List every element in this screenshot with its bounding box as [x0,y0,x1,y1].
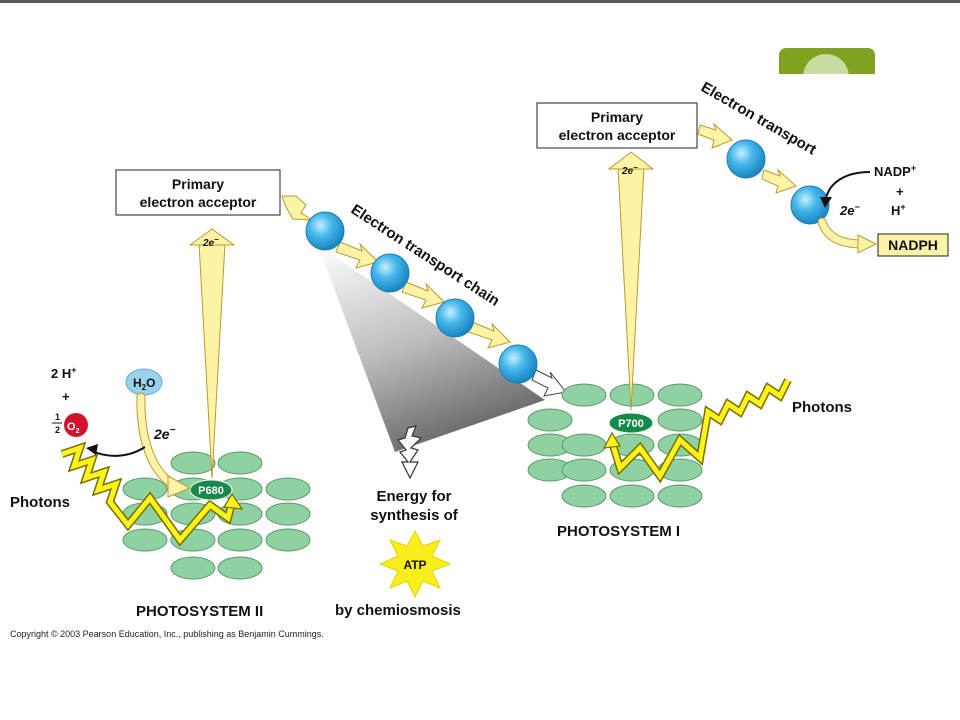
ps1-beam-2e: 2e− [621,163,638,177]
ps1-plus-sign: + [896,184,904,199]
nadp-label: NADP+ [874,163,916,179]
nadph-box [877,233,949,257]
ps2-photon-arrowhead [222,492,244,510]
ps2-electron-beam [198,242,226,479]
p700-label: P700 [618,418,644,430]
ps1-electrons-label: 2e− [839,202,860,218]
half-denominator: 2 [55,425,60,435]
copyright-notice: Copyright © 2003 Pearson Education, Inc.… [10,629,324,639]
protons-label: 2 H+ [51,365,77,381]
etc-carrier-3 [435,298,475,338]
atp-star [378,529,452,599]
ps1-title: PHOTOSYSTEM I [557,523,680,540]
corner-badge [779,48,875,74]
ps1-photons-label: Photons [792,399,852,416]
p700-reaction-center [608,412,654,434]
ps1-photon-arrowhead [602,431,621,449]
ps1-discs [527,383,703,508]
nadp-arrow [825,171,871,199]
ps1-transport-arrows [697,122,797,194]
chemiosmosis-label: by chemiosmosis [335,602,461,619]
h2o-label: H2O [133,376,155,392]
ps1-acceptor-line2: electron acceptor [559,127,676,143]
energy-line1: Energy for [376,488,451,505]
ps2-acceptor-line1: Primary [172,176,224,192]
h-plus-label: H+ [891,202,906,218]
ps2-acceptor-box [115,169,281,216]
energy-line2: synthesis of [370,507,459,524]
atp-label: ATP [403,558,426,572]
p680-reaction-center [189,479,233,501]
energy-lightning-arrow [396,425,423,480]
ps2-discs [122,451,311,580]
top-rule [0,0,960,3]
etc-arrows [335,241,567,397]
ps1-electron-beam [617,166,645,411]
badge-ornament [803,54,849,74]
half-numerator: 1 [55,412,60,422]
ps1-carrier-2 [790,185,830,225]
energy-cone [318,245,545,452]
etc-carrier-1 [305,211,345,251]
ps2-acceptor-line2: electron acceptor [140,194,257,210]
nadph-label: NADPH [888,237,938,253]
oxygen-release-arrow [91,446,146,457]
ps2-title: PHOTOSYSTEM II [136,603,263,620]
o2-molecule [64,413,88,437]
o2-label: O2 [67,421,80,435]
ps1-acceptor-line1: Primary [591,109,643,125]
ps2-photons-label: Photons [10,494,70,511]
ps1-carrier-1 [726,139,766,179]
water-electrons-label: 2e− [153,425,176,442]
etc-carrier-4 [498,344,538,384]
p680-label: P680 [198,485,224,497]
ps2-plus-sign: + [62,389,70,404]
ps2-to-carrier-arrow [281,195,314,221]
etc-carrier-2 [370,253,410,293]
ps1-acceptor-box [536,102,698,149]
ps2-beam-2e: 2e− [202,235,219,249]
